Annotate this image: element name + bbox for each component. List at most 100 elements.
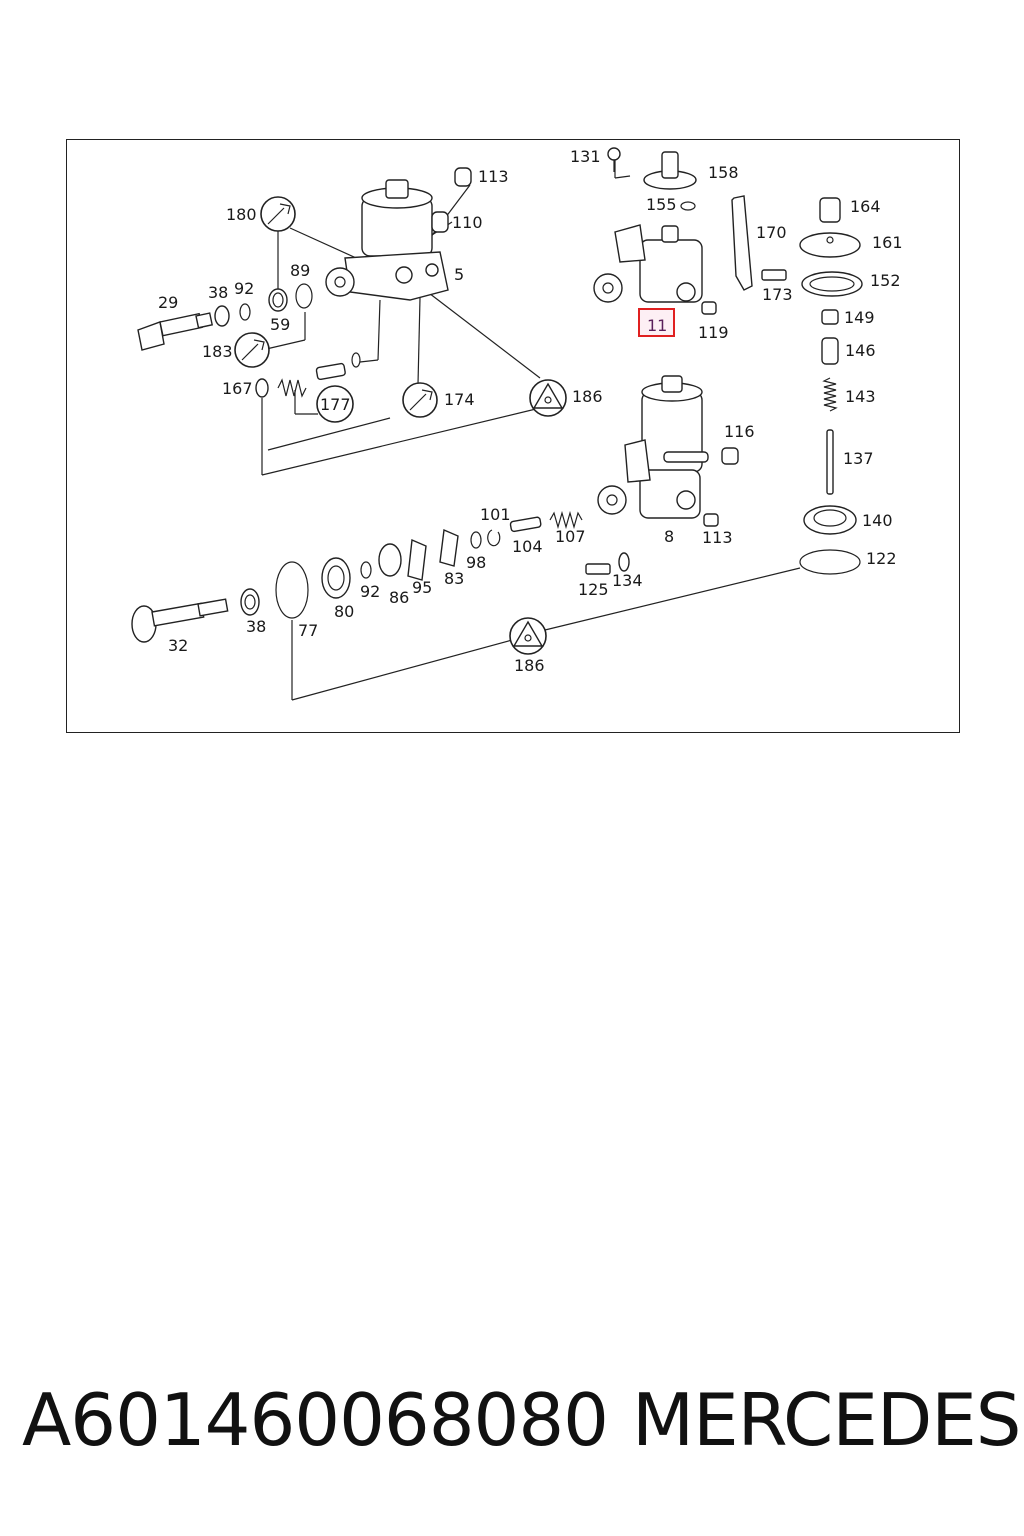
label-116: 116 — [724, 422, 755, 441]
label-59: 59 — [270, 315, 290, 334]
wrench-tool-icon-183 — [234, 332, 270, 368]
cover-161 — [799, 232, 861, 258]
label-149: 149 — [844, 308, 875, 327]
brand-name: MERCEDES — [632, 1378, 1021, 1462]
washer-38-top — [214, 305, 230, 327]
label-119: 119 — [698, 323, 729, 342]
circle-177 — [316, 385, 354, 423]
label-83: 83 — [444, 569, 464, 588]
label-5: 5 — [454, 265, 464, 284]
washer-167 — [255, 378, 269, 398]
label-180: 180 — [226, 205, 257, 224]
label-146: 146 — [845, 341, 876, 360]
label-11: 11 — [647, 316, 667, 335]
label-161: 161 — [872, 233, 903, 252]
label-137: 137 — [843, 449, 874, 468]
rotor-80 — [321, 557, 351, 599]
label-110: 110 — [452, 213, 483, 232]
label-38-top: 38 — [208, 283, 228, 302]
adapter-tool-icon-186-top — [529, 379, 567, 417]
label-183: 183 — [202, 342, 233, 361]
bolt-131 — [607, 147, 621, 172]
part-number: A601460068080 — [22, 1378, 609, 1462]
caption: A601460068080 MERCEDES — [0, 1378, 1024, 1468]
plate-86 — [378, 543, 402, 577]
label-80: 80 — [334, 602, 354, 621]
shaft-32 — [131, 598, 229, 643]
label-158: 158 — [708, 163, 739, 182]
label-113-middle: 113 — [702, 528, 733, 547]
label-95: 95 — [412, 578, 432, 597]
label-164: 164 — [850, 197, 881, 216]
seal-59 — [268, 288, 288, 312]
gasket-152 — [801, 271, 863, 297]
label-177: 177 — [320, 395, 351, 414]
bracket-170 — [731, 195, 753, 291]
pump-8 — [597, 375, 709, 519]
label-170: 170 — [756, 223, 787, 242]
ring-122 — [799, 549, 861, 575]
pulley-140 — [803, 505, 857, 535]
label-173: 173 — [762, 285, 793, 304]
spring-177-left — [277, 378, 307, 398]
label-92-top: 92 — [234, 279, 254, 298]
nut-149 — [821, 309, 839, 325]
label-134: 134 — [612, 571, 643, 590]
label-186-top: 186 — [572, 387, 603, 406]
highlight-box-11 — [638, 308, 675, 337]
label-174: 174 — [444, 390, 475, 409]
label-38-bottom: 38 — [246, 617, 266, 636]
label-29: 29 — [158, 293, 178, 312]
plug-119 — [701, 301, 717, 315]
label-122: 122 — [866, 549, 897, 568]
ring-92-top — [239, 303, 251, 321]
label-77: 77 — [298, 621, 318, 640]
label-113-top: 113 — [478, 167, 509, 186]
pump-11 — [593, 224, 703, 303]
ring-92-bottom — [360, 561, 372, 579]
connector-lines — [261, 160, 801, 701]
label-125: 125 — [578, 580, 609, 599]
label-186-bottom: 186 — [514, 656, 545, 675]
label-8: 8 — [664, 527, 674, 546]
label-140: 140 — [862, 511, 893, 530]
bearing-38-bottom — [240, 588, 260, 616]
label-143: 143 — [845, 387, 876, 406]
valve-104 — [509, 516, 542, 533]
wrench-tool-icon-174 — [402, 382, 438, 418]
label-155: 155 — [646, 195, 677, 214]
bolt-125 — [585, 563, 611, 575]
exploded-parts-diagram: 131 158 113 155 180 110 170 164 161 89 5… — [131, 147, 903, 701]
plug-113-middle — [703, 513, 719, 527]
part-labels: 131 158 113 155 180 110 170 164 161 89 5… — [158, 147, 903, 675]
plug-116 — [721, 447, 739, 465]
rod-137 — [826, 429, 834, 495]
spring-143 — [822, 377, 838, 412]
shaft-29 — [137, 312, 214, 351]
wrench-tool-icon-180 — [260, 196, 296, 232]
diagram-frame — [66, 139, 960, 733]
cap-113 — [454, 167, 472, 187]
ring-155 — [680, 201, 696, 211]
label-86: 86 — [389, 588, 409, 607]
ring-177-small — [351, 352, 361, 368]
label-104: 104 — [512, 537, 543, 556]
ring-89 — [295, 283, 313, 309]
filter-146 — [821, 337, 839, 365]
label-167: 167 — [222, 379, 253, 398]
spring-107 — [549, 510, 583, 530]
valve-177 — [315, 362, 346, 381]
label-101: 101 — [480, 505, 511, 524]
cap-158 — [643, 151, 697, 190]
label-32: 32 — [168, 636, 188, 655]
plug-110 — [431, 211, 449, 233]
ring-98 — [470, 531, 482, 549]
label-98: 98 — [466, 553, 486, 572]
ring-77 — [275, 561, 309, 619]
label-92-bottom: 92 — [360, 582, 380, 601]
label-152: 152 — [870, 271, 901, 290]
label-131: 131 — [570, 147, 601, 166]
label-107: 107 — [555, 527, 586, 546]
bolt-173 — [761, 269, 787, 281]
clip-101 — [487, 529, 501, 547]
